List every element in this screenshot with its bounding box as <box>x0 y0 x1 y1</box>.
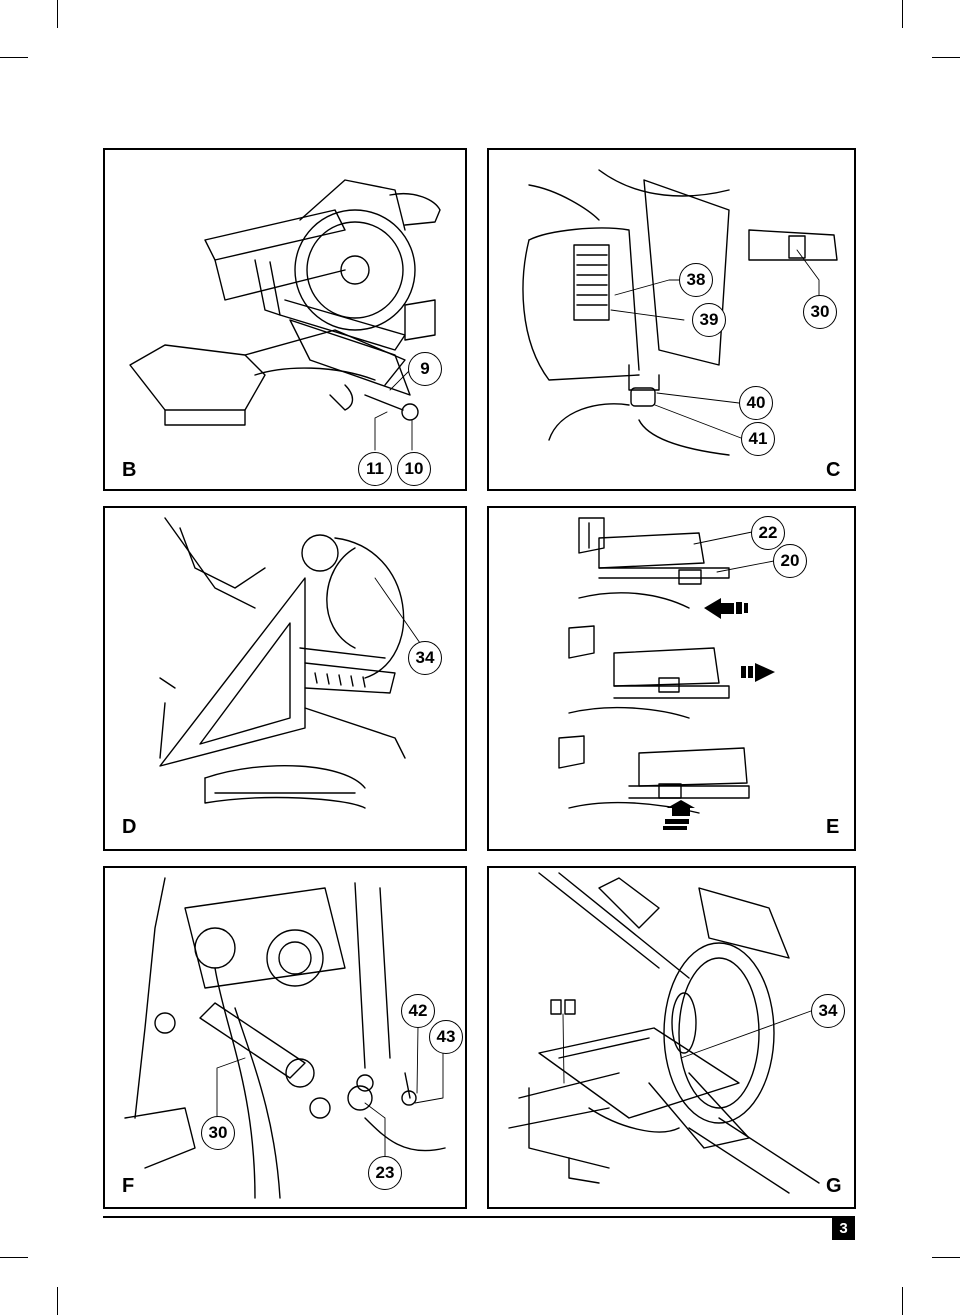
callout-30: 30 <box>201 1116 235 1150</box>
figure-label: C <box>826 459 841 481</box>
callout-20: 20 <box>773 544 807 578</box>
callout-11: 11 <box>358 452 392 486</box>
blade-square-illustration <box>159 517 406 809</box>
crop-mark <box>57 1287 58 1315</box>
miter-saw-overview-illustration <box>129 179 441 426</box>
callout-10: 10 <box>397 452 431 486</box>
crop-mark <box>902 0 903 28</box>
figure-b: 9 11 10 B <box>103 148 467 491</box>
page-number: 3 <box>832 1218 855 1240</box>
callout-30: 30 <box>803 295 837 329</box>
crop-mark <box>0 57 28 58</box>
arrow-up-icon <box>667 800 695 816</box>
figure-f: 42 43 30 23 F <box>103 866 467 1209</box>
arrow-right-icon <box>755 663 775 682</box>
figure-label: E <box>826 816 840 838</box>
figure-e: 22 20 E <box>487 506 856 851</box>
callout-34: 34 <box>408 641 442 675</box>
figure-c: 38 39 30 40 41 C <box>487 148 856 491</box>
callout-38: 38 <box>679 263 713 297</box>
footer-rule <box>103 1216 855 1218</box>
callout-40: 40 <box>739 386 773 420</box>
blade-square-fence-illustration <box>508 872 820 1194</box>
callout-42: 42 <box>401 994 435 1028</box>
bevel-lock-illustration <box>124 877 446 1199</box>
arrow-left-icon <box>704 598 734 619</box>
movement-arrows <box>663 598 775 830</box>
figure-g: 34 G <box>487 866 856 1209</box>
leader-lines <box>693 531 780 573</box>
leader-lines <box>216 1025 444 1164</box>
callout-41: 41 <box>741 422 775 456</box>
leader-lines <box>374 577 421 644</box>
crop-mark <box>0 1257 28 1258</box>
leader-lines <box>610 249 820 439</box>
callout-39: 39 <box>692 303 726 337</box>
crop-mark <box>932 1257 960 1258</box>
crop-mark <box>902 1287 903 1315</box>
leader-lines <box>374 369 413 451</box>
figure-label: G <box>826 1175 842 1197</box>
crop-mark <box>57 0 58 28</box>
bevel-scale-illustration <box>522 169 838 456</box>
callout-23: 23 <box>368 1156 402 1190</box>
figure-label: B <box>122 459 137 481</box>
leader-lines <box>562 1010 812 1084</box>
callout-43: 43 <box>429 1020 463 1054</box>
figure-label: F <box>122 1175 135 1197</box>
callout-9: 9 <box>408 352 442 386</box>
figure-d: 34 D <box>103 506 467 851</box>
callout-22: 22 <box>751 516 785 550</box>
callout-34: 34 <box>811 994 845 1028</box>
figure-label: D <box>122 816 137 838</box>
crop-mark <box>932 57 960 58</box>
